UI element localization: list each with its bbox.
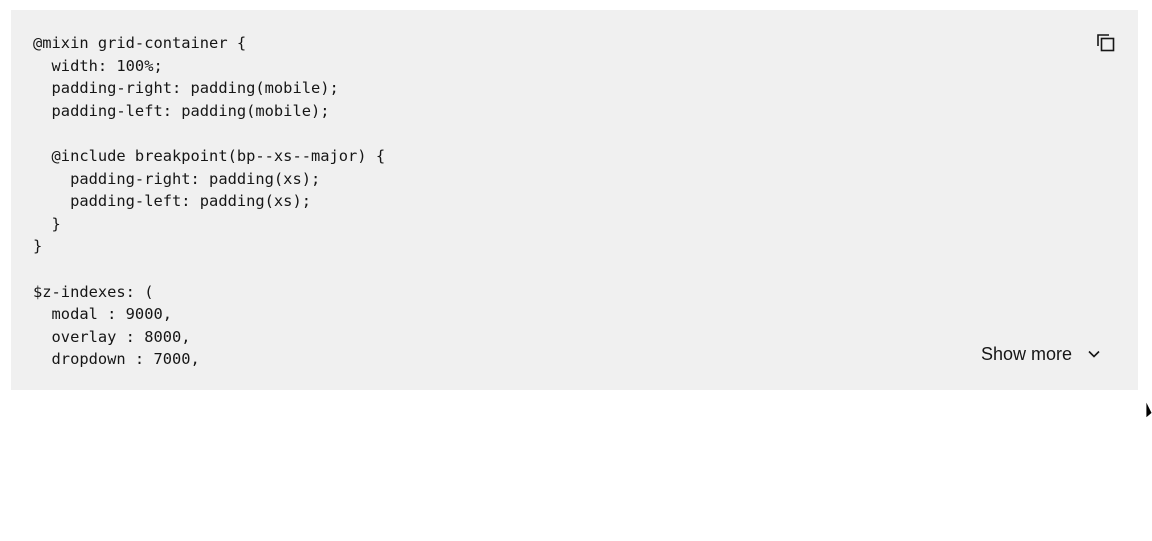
code-line: @include breakpoint(bp--xs--major) {	[33, 146, 386, 165]
code-line: $z-indexes: (	[33, 282, 154, 301]
code-line: padding-left: padding(mobile);	[33, 101, 330, 120]
show-more-label: Show more	[981, 343, 1073, 364]
code-line: }	[33, 214, 61, 233]
copy-button[interactable]	[1093, 30, 1119, 56]
code-line	[33, 122, 385, 145]
code-body: @mixin grid-container { width: 100%; pad…	[33, 32, 385, 371]
code-line: modal : 9000,	[33, 305, 172, 324]
code-line	[33, 258, 385, 281]
chevron-down-icon	[1086, 346, 1102, 362]
code-line: padding-left: padding(xs);	[33, 192, 311, 211]
show-more-button[interactable]: Show more	[969, 340, 1110, 368]
code-line: padding-right: padding(xs);	[33, 169, 321, 188]
code-line: width: 100%;	[33, 56, 163, 75]
code-line: overlay : 8000,	[33, 327, 191, 346]
code-line: padding-right: padding(mobile);	[33, 79, 339, 98]
code-line: }	[33, 237, 43, 256]
code-line: @mixin grid-container {	[33, 34, 247, 52]
mouse-cursor-icon	[1145, 400, 1152, 423]
code-line: dropdown : 7000,	[33, 350, 200, 369]
copy-icon	[1095, 32, 1117, 54]
code-snippet: @mixin grid-container { width: 100%; pad…	[11, 10, 1138, 390]
